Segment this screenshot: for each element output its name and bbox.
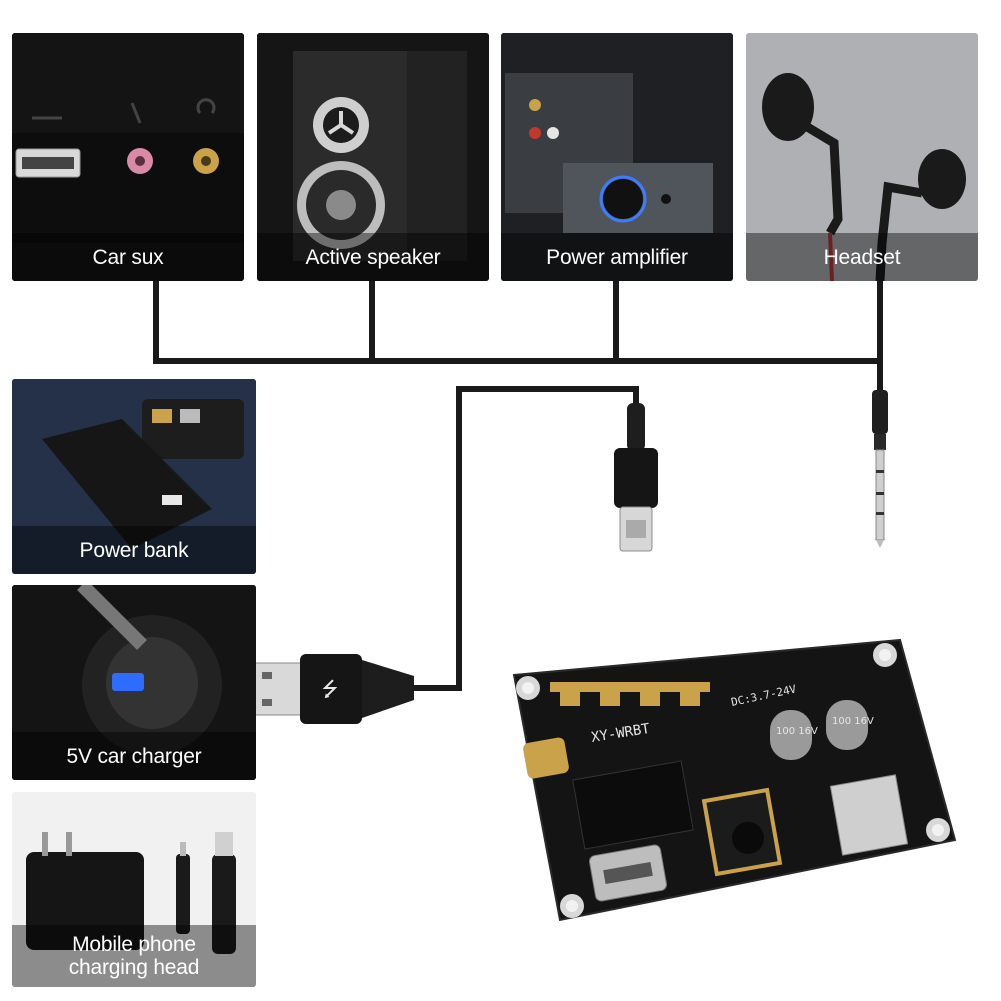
power-tile-car-charger: 5V car charger xyxy=(12,585,256,780)
device-tile-car-aux: Car sux xyxy=(12,33,244,281)
micro-usb-plug-icon xyxy=(614,403,658,552)
usb-a-plug-icon: ⭍ xyxy=(254,654,414,724)
power-tile-power-bank: Power bank xyxy=(12,379,256,574)
car-charger-icon xyxy=(12,585,256,780)
power-tile-charging-head: Mobile phone charging head xyxy=(12,792,256,987)
device-label: Power amplifier xyxy=(501,233,733,281)
power-source-label: Power bank xyxy=(12,526,256,574)
power-source-label: 5V car charger xyxy=(12,732,256,780)
power-bank-icon xyxy=(12,379,256,574)
bluetooth-receiver-board: XY-WRBT DC:3.7-24V 100 16V 100 16V xyxy=(512,638,957,922)
device-label: Active speaker xyxy=(257,233,489,281)
device-tile-active-speaker: Active speaker xyxy=(257,33,489,281)
power-source-label-text: Mobile phone charging head xyxy=(68,933,200,979)
capacitor-label: 100 16V xyxy=(776,726,818,737)
speaker-icon xyxy=(257,33,489,281)
earphones-icon xyxy=(746,33,978,281)
svg-text:⭍: ⭍ xyxy=(322,677,339,701)
device-label: Car sux xyxy=(12,233,244,281)
device-tile-headset: Headset xyxy=(746,33,978,281)
power-source-label: Mobile phone charging head xyxy=(12,925,256,987)
wall-charger-icon xyxy=(12,792,256,987)
car-aux-panel-image xyxy=(12,33,244,281)
device-label: Headset xyxy=(746,233,978,281)
audio-jack-icon xyxy=(872,390,888,548)
amplifier-icon xyxy=(501,33,733,281)
capacitor-label: 100 16V xyxy=(832,716,874,727)
device-tile-power-amplifier: Power amplifier xyxy=(501,33,733,281)
